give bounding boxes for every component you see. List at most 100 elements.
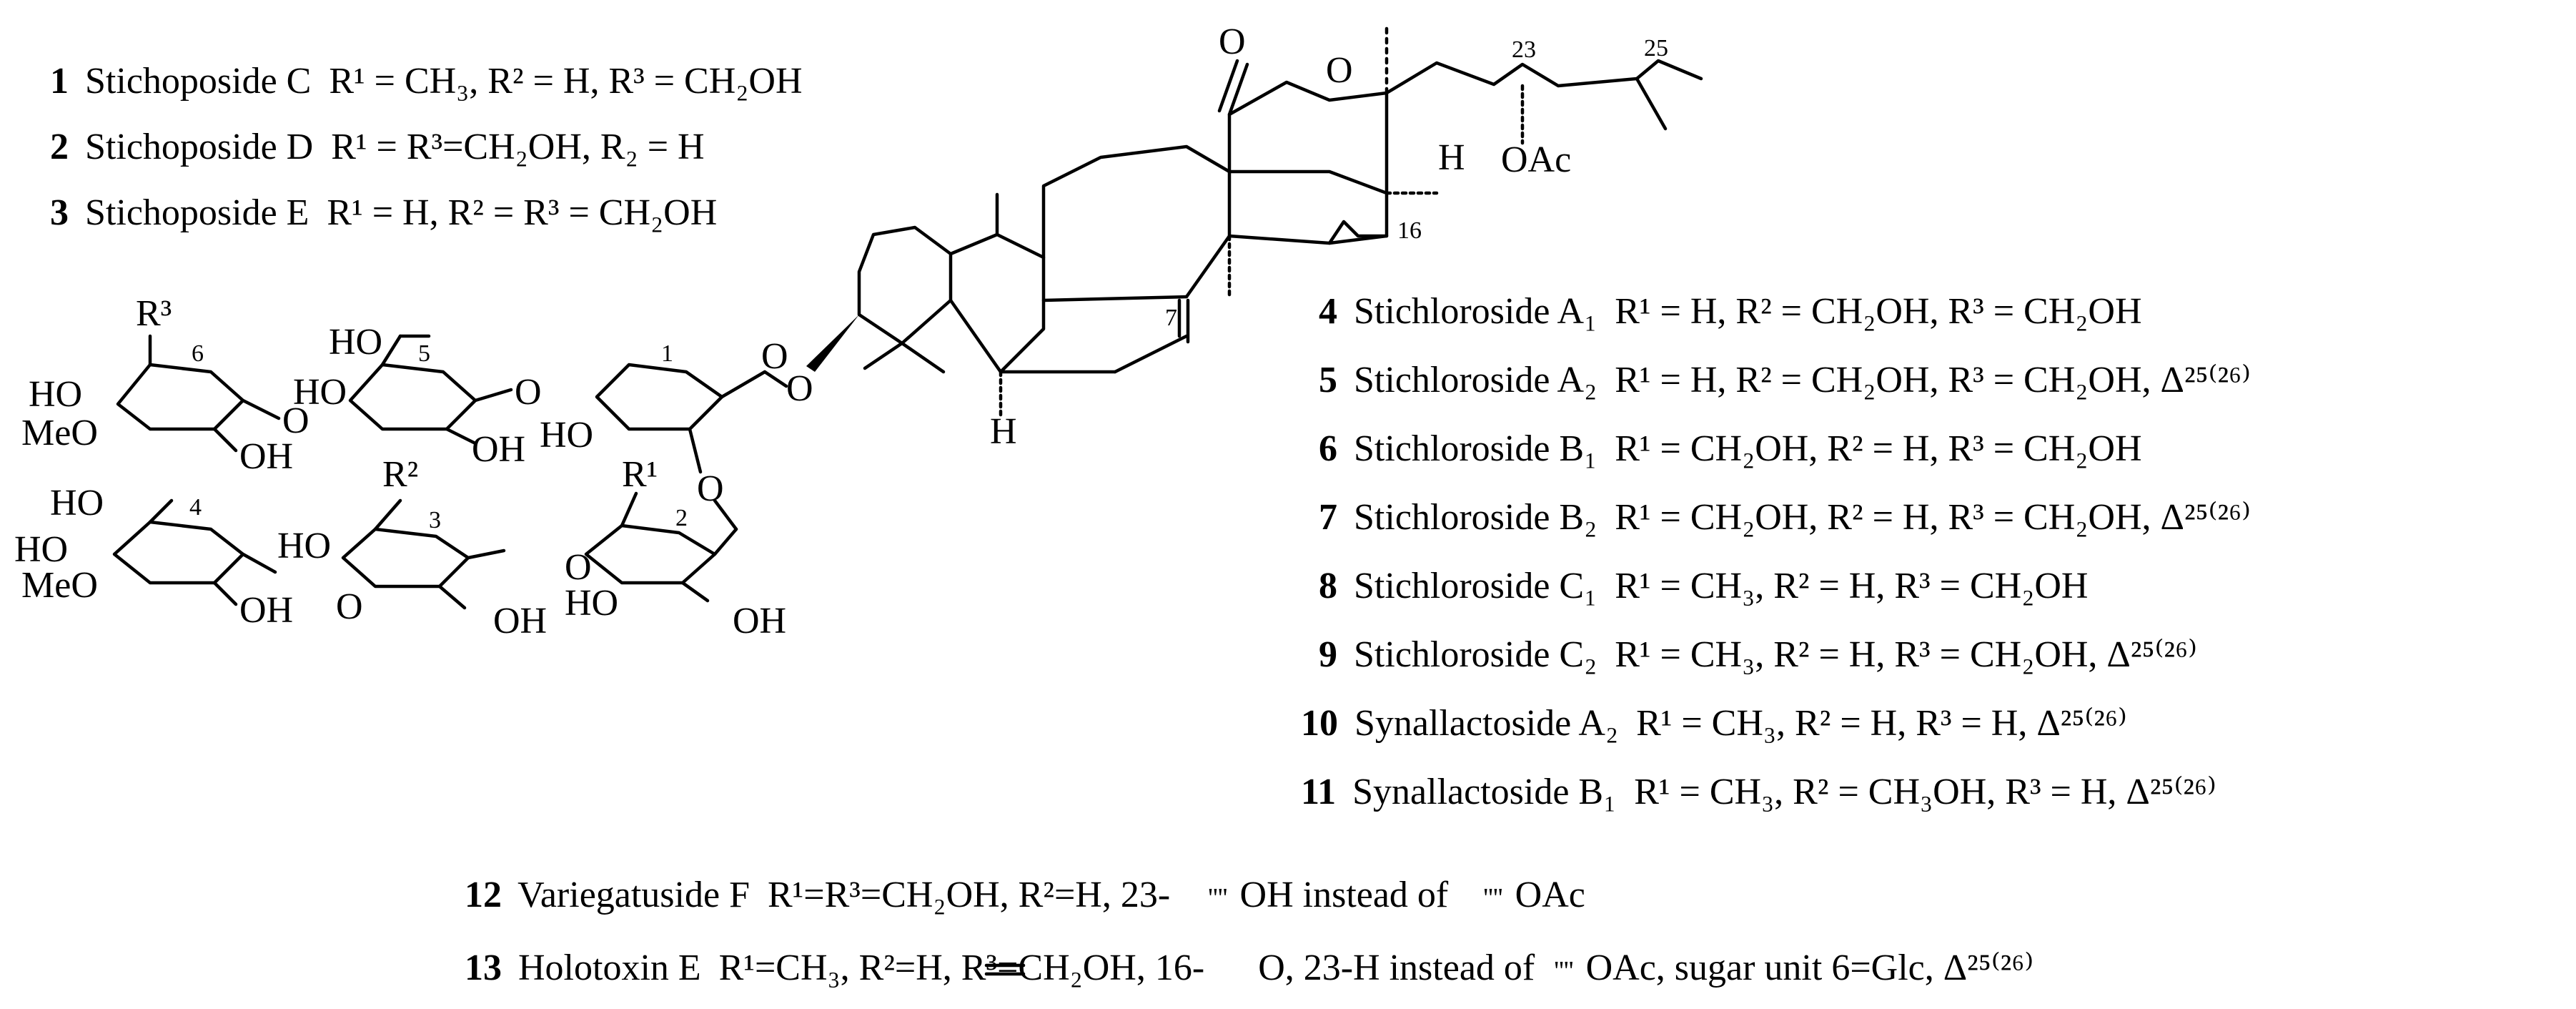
compound-list-bottom: 12 Variegatuside F R¹=R³=CH₂OH, R²=H, 23… — [465, 875, 2033, 988]
sugar-ring-4 — [112, 520, 245, 585]
ring-a — [857, 225, 953, 345]
sugar1-ring-o: O — [761, 336, 788, 377]
link-o-4-3: O — [336, 586, 363, 627]
compound-number: 11 — [1301, 772, 1336, 812]
sugar5-ho-a: HO — [329, 322, 382, 363]
compound-8: 8 Stichloroside C₁ R¹ = CH₃, R² = H, R³ … — [1319, 566, 2088, 606]
sugar3-r2: R² — [382, 454, 418, 495]
compound-substituents-end: OAc — [1515, 875, 1585, 915]
compound-substituents-cont: OH instead of — [1240, 875, 1449, 915]
sugar3-oh: OH — [493, 601, 547, 641]
sugar-ring-3 — [341, 527, 470, 589]
compound-6: 6 Stichloroside B₁ R¹ = CH₂OH, R² = H, R… — [1319, 428, 2142, 469]
compound-name: Stichoposide C — [85, 61, 311, 102]
compound-5: 5 Stichloroside A₂ R¹ = H, R² = CH₂OH, R… — [1319, 360, 2251, 400]
compound-number: 7 — [1319, 497, 1337, 538]
compound-number: 10 — [1301, 703, 1338, 744]
compound-10: 10 Synallactoside A₂ R¹ = CH₃, R² = H, R… — [1301, 703, 2127, 744]
compound-3: 3 Stichoposide E R¹ = H, R² = R³ = CH₂OH — [50, 192, 717, 233]
side-chain — [1384, 59, 1703, 95]
compound-number: 6 — [1319, 428, 1337, 469]
atom-carbonyl-o: O — [1219, 21, 1246, 62]
sugar2-ho: HO — [565, 583, 618, 624]
atom-ring-o: O — [1326, 50, 1353, 91]
locant-1: 1 — [661, 340, 673, 367]
sugar2-oh: OH — [733, 601, 786, 641]
sugar6-ho: HO — [29, 374, 82, 415]
link-o-5-1: O — [515, 372, 542, 413]
locant-3: 3 — [429, 507, 441, 533]
compound-name: Synallactoside B₁ — [1352, 772, 1616, 812]
ring-d — [1227, 169, 1389, 245]
compound-substituents-cont: O, 23-H instead of — [1258, 948, 1535, 988]
sugar4-oh: OH — [239, 590, 293, 631]
locant-25: 25 — [1644, 35, 1668, 61]
sugar4-ho-a: HO — [50, 483, 104, 523]
compound-1: 1 Stichoposide C R¹ = CH₃, R² = H, R³ = … — [50, 61, 803, 102]
sugar4-ho-b: HO — [14, 529, 68, 570]
compound-number: 2 — [50, 127, 69, 167]
hashed-bond-mark: '''' — [1483, 883, 1502, 913]
atom-h-17: H — [1438, 137, 1465, 178]
sugar6-r3: R³ — [136, 293, 172, 334]
compound-number: 1 — [50, 61, 69, 102]
compound-substituents: R¹ = R³=CH₂OH, R₂ = H — [331, 127, 704, 167]
compound-list-right: 4 Stichloroside A₁ R¹ = H, R² = CH₂OH, R… — [1301, 291, 2251, 812]
compound-7: 7 Stichloroside B₂ R¹ = CH₂OH, R² = H, R… — [1319, 497, 2251, 538]
compound-substituents: R¹ = CH₃, R² = H, R³ = CH₂OH — [329, 61, 802, 102]
compound-substituents: R¹ = CH₃, R² = H, R³ = CH₂OH, Δ²⁵⁽²⁶⁾ — [1615, 634, 2197, 675]
compound-name: Holotoxin E — [518, 948, 701, 988]
compound-name: Variegatuside F — [517, 875, 750, 915]
compound-number: 9 — [1319, 634, 1337, 675]
compound-name: Stichloroside B₁ — [1354, 428, 1597, 469]
compound-substituents: R¹ = CH₃, R² = H, R³ = CH₂OH — [1615, 566, 2088, 606]
sugar-chain — [112, 334, 788, 610]
link-o-1-2: O — [697, 468, 724, 509]
sugar2-r1: R¹ — [622, 454, 658, 495]
locant-7: 7 — [1165, 305, 1177, 331]
compound-name: Stichloroside A₁ — [1354, 291, 1597, 332]
sugar6-meo: MeO — [21, 413, 98, 453]
ring-c — [1041, 144, 1232, 299]
sugar-ring-6 — [116, 363, 245, 431]
locant-5: 5 — [418, 340, 430, 367]
lactone-ring — [1227, 80, 1389, 195]
double-bond-glyph — [984, 963, 1026, 976]
sugar1-ho: HO — [540, 415, 593, 456]
sugar-ring-1 — [595, 363, 724, 431]
compound-number: 13 — [465, 948, 502, 988]
compound-number: 3 — [50, 192, 69, 233]
compound-number: 8 — [1319, 566, 1337, 606]
compound-substituents-end: OAc, sugar unit 6=Glc, Δ²⁵⁽²⁶⁾ — [1586, 948, 2034, 988]
compound-name: Stichloroside C₁ — [1354, 566, 1597, 606]
compound-list-top: 1 Stichoposide C R¹ = CH₃, R² = H, R³ = … — [50, 61, 803, 233]
sugar4-meo: MeO — [21, 565, 98, 606]
compound-substituents: R¹ = CH₃, R² = H, R³ = H, Δ²⁵⁽²⁶⁾ — [1636, 703, 2127, 744]
compound-9: 9 Stichloroside C₂ R¹ = CH₃, R² = H, R³ … — [1319, 634, 2197, 675]
hashed-bond-mark: '''' — [1208, 883, 1227, 913]
compound-number: 5 — [1319, 360, 1337, 400]
atom-oac-23: OAc — [1501, 139, 1571, 180]
compound-number: 4 — [1319, 291, 1337, 332]
ring-b — [948, 232, 1046, 374]
sugar5-ho-b: HO — [293, 372, 347, 413]
locant-4: 4 — [189, 494, 202, 521]
locant-23: 23 — [1512, 36, 1536, 63]
atom-h-5: H — [990, 411, 1017, 452]
compound-substituents: R¹ = CH₂OH, R² = H, R³ = CH₂OH — [1615, 428, 2141, 469]
compound-substituents: R¹=CH₃, R²=H, R³=CH₂OH, 16- — [719, 948, 1205, 988]
sugar-ring-2 — [584, 523, 717, 585]
compound-2: 2 Stichoposide D R¹ = R³=CH₂OH, R₂ = H — [50, 127, 705, 167]
sugar-ring-5 — [348, 363, 477, 431]
compound-12: 12 Variegatuside F R¹=R³=CH₂OH, R²=H, 23… — [465, 875, 1585, 915]
link-o-6-5: O — [282, 400, 309, 441]
link-o-3-2: O — [565, 547, 592, 588]
wedge-bond — [806, 315, 859, 372]
compound-substituents: R¹ = CH₂OH, R² = H, R³ = CH₂OH, Δ²⁵⁽²⁶⁾ — [1615, 497, 2251, 538]
compound-substituents: R¹ = H, R² = R³ = CH₂OH — [327, 192, 717, 233]
sugar6-oh: OH — [239, 436, 293, 477]
aglycone-skeleton — [806, 26, 1703, 417]
compound-substituents: R¹ = CH₃, R² = CH₃OH, R³ = H, Δ²⁵⁽²⁶⁾ — [1634, 772, 2216, 812]
compound-name: Stichloroside C₂ — [1354, 634, 1597, 675]
compound-name: Synallactoside A₂ — [1354, 703, 1618, 744]
